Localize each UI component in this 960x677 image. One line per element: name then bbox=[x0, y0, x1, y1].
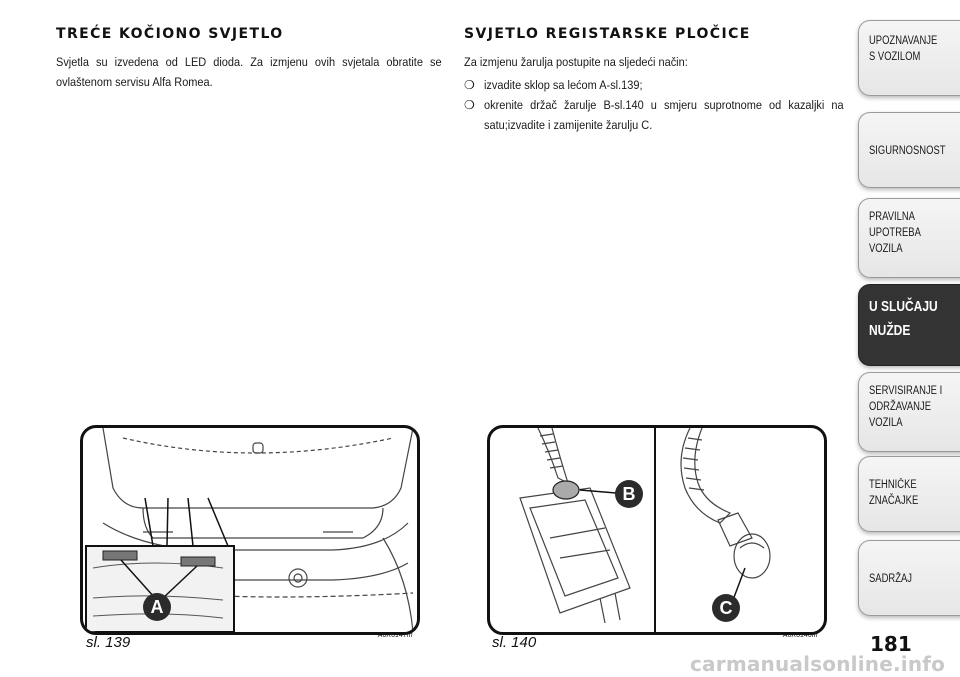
third-brake-light-text: Svjetla su izvedena od LED dioda. Za izm… bbox=[56, 55, 442, 89]
figure-140-caption: sl. 140 bbox=[492, 634, 537, 651]
callout-b: B bbox=[615, 480, 643, 508]
steps-list: ❍ izvadite sklop sa lećom A-sl.139; ❍ ok… bbox=[464, 75, 844, 135]
left-column: TREĆE KOČIONO SVJETLO Svjetla su izveden… bbox=[56, 26, 442, 92]
tab-pravilna-upotreba-vozila[interactable]: PRAVILNA UPOTREBA VOZILA bbox=[858, 198, 960, 278]
circle-bullet-icon: ❍ bbox=[464, 98, 475, 112]
tab-upoznavanje-s-vozilom[interactable]: UPOZNAVANJE S VOZILOM bbox=[858, 20, 960, 96]
tab-label: PRAVILNA UPOTREBA VOZILA bbox=[869, 211, 921, 255]
list-item: ❍ izvadite sklop sa lećom A-sl.139; bbox=[464, 75, 844, 95]
figure-139-caption: sl. 139 bbox=[86, 634, 131, 651]
page-number: 181 bbox=[870, 632, 912, 656]
figure-139-car-rear-illustration: A bbox=[80, 425, 420, 635]
callout-b-label: B bbox=[622, 484, 636, 504]
figure-140-bulb-holder-illustration: B C bbox=[487, 425, 827, 635]
right-column: SVJETLO REGISTARSKE PLOČICE Za izmjenu ž… bbox=[464, 26, 844, 135]
watermark: carmanualsonline.info bbox=[690, 652, 946, 676]
tab-label: SERVISIRANJE I ODRŽAVANJE VOZILA bbox=[869, 385, 943, 429]
tab-sadrzaj[interactable]: SADRŽAJ bbox=[858, 540, 960, 616]
tab-label: U SLUČAJU NUŽDE bbox=[869, 298, 938, 339]
callout-a: A bbox=[143, 593, 171, 621]
section-heading-license-plate-light: SVJETLO REGISTARSKE PLOČICE bbox=[464, 26, 751, 42]
tab-u-slucaju-nuzde[interactable]: U SLUČAJU NUŽDE bbox=[858, 284, 960, 366]
section-heading-third-brake-light: TREĆE KOČIONO SVJETLO bbox=[56, 26, 284, 42]
tab-label: SIGURNOSNOST bbox=[869, 145, 946, 157]
bulb-holder-drawing bbox=[519, 428, 771, 632]
callout-c-label: C bbox=[719, 598, 733, 618]
car-rear-drawing bbox=[85, 428, 414, 632]
figure-139-code: A0K0147m bbox=[378, 632, 413, 639]
circle-bullet-icon: ❍ bbox=[464, 78, 475, 92]
tab-sigurnosnost[interactable]: SIGURNOSNOST bbox=[858, 112, 960, 188]
figure-140-code: A0K0146m bbox=[783, 632, 818, 639]
step-text: izvadite sklop sa lećom A-sl.139; bbox=[484, 78, 643, 92]
tab-tehnicke-znacajke[interactable]: TEHNIČKE ZNAČAJKE bbox=[858, 456, 960, 532]
list-item: ❍ okrenite držač žarulje B-sl.140 u smje… bbox=[464, 95, 844, 135]
license-plate-intro: Za izmjenu žarulja postupite na sljedeći… bbox=[464, 55, 688, 69]
tab-servisiranje-i-odrzavanje-vozila[interactable]: SERVISIRANJE I ODRŽAVANJE VOZILA bbox=[858, 372, 960, 452]
tab-label: TEHNIČKE ZNAČAJKE bbox=[869, 479, 919, 507]
step-text: okrenite držač žarulje B-sl.140 u smjeru… bbox=[484, 98, 844, 132]
callout-c: C bbox=[712, 594, 740, 622]
callout-a-label: A bbox=[150, 597, 164, 617]
tab-label: SADRŽAJ bbox=[869, 573, 912, 585]
tab-label: UPOZNAVANJE S VOZILOM bbox=[869, 35, 938, 63]
